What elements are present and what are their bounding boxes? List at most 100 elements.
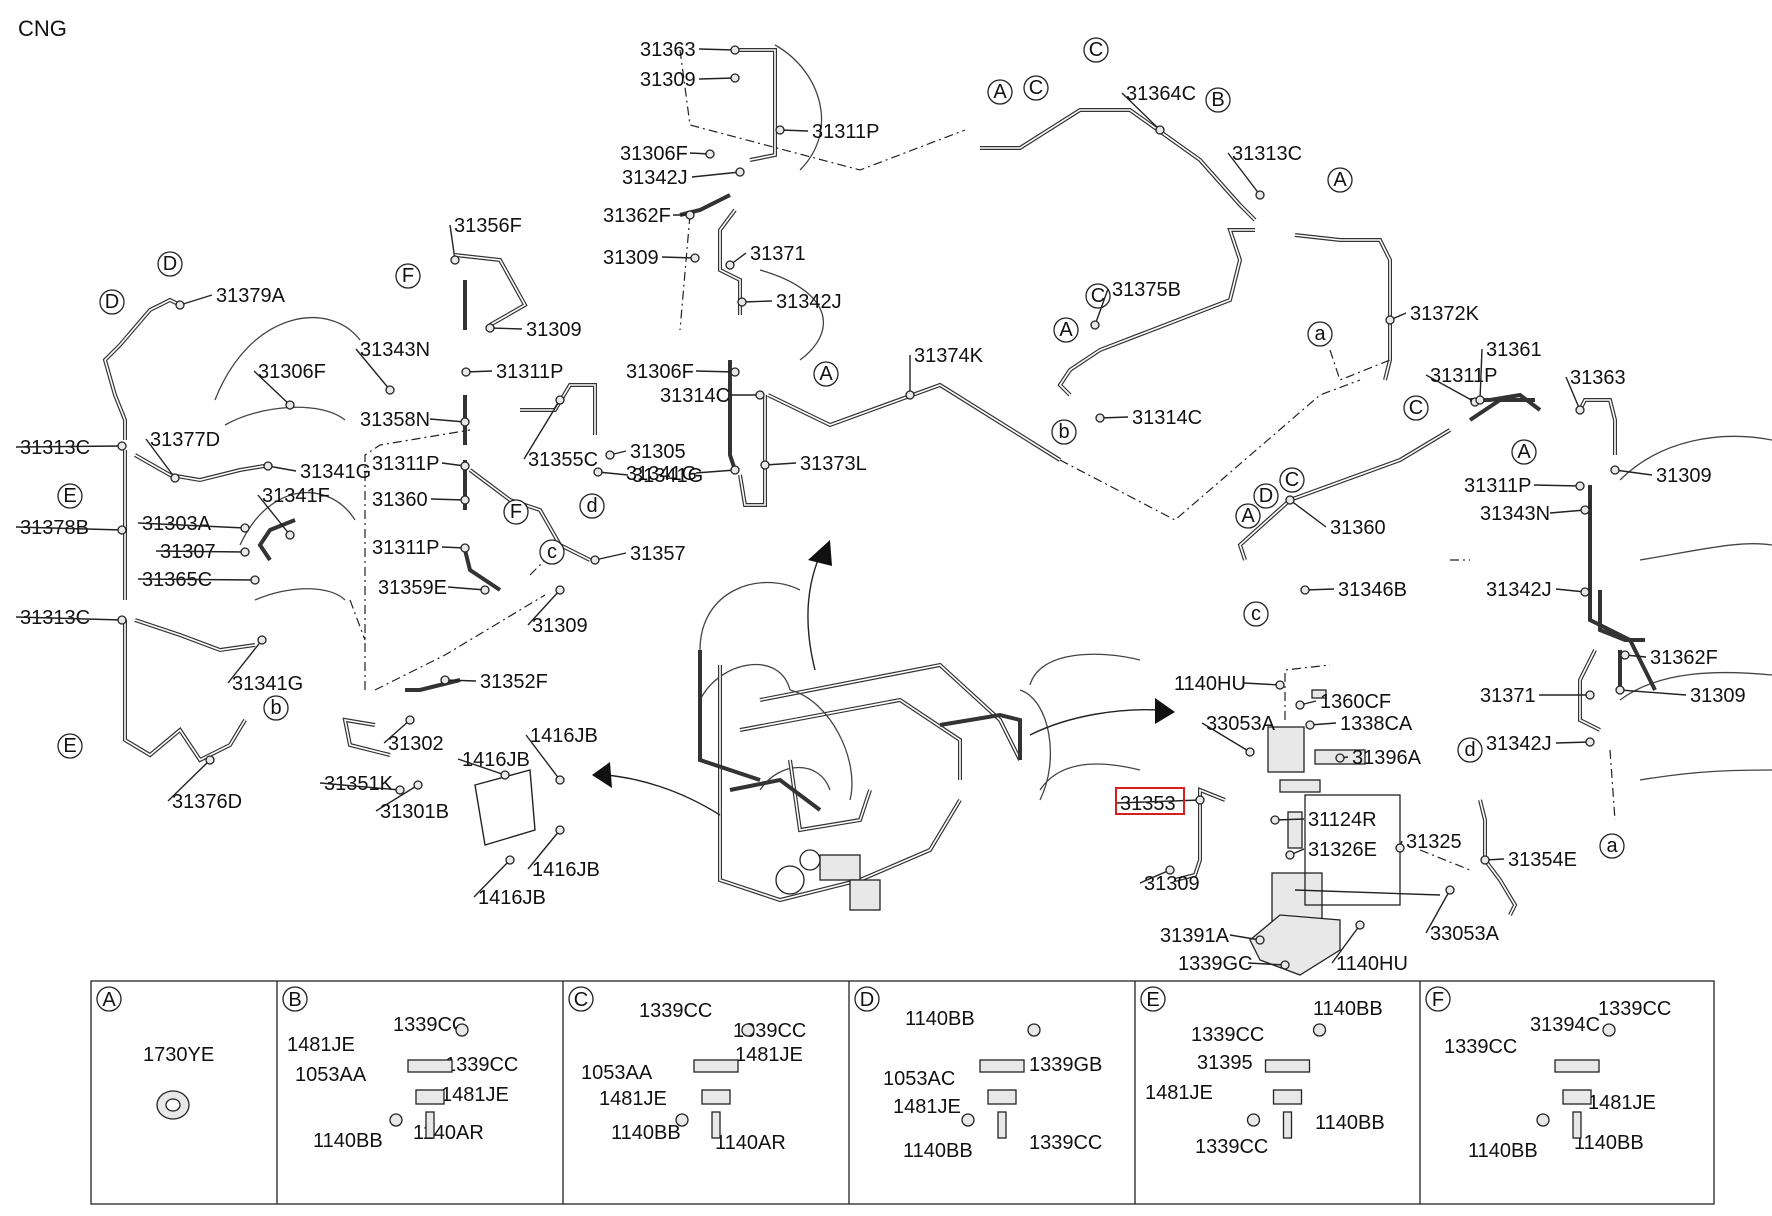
part-label-1416jb[interactable]: 1416JB [527, 825, 600, 881]
part-label-31375b[interactable]: 31375B [1090, 279, 1181, 330]
panel-part-number[interactable]: 1053AA [295, 1064, 367, 1086]
part-number[interactable]: 1140HU [1336, 953, 1408, 975]
part-label-31373l[interactable]: 31373L [760, 453, 867, 475]
part-number[interactable]: 31375B [1112, 279, 1181, 301]
part-number[interactable]: 31311P [372, 453, 439, 475]
part-label-31313c[interactable]: 31313C [15, 607, 127, 629]
part-label-31303a[interactable]: 31303A [137, 513, 250, 535]
part-label-1416jb[interactable]: 1416JB [473, 855, 546, 909]
part-label-31311p[interactable]: 31311P [461, 361, 563, 383]
panel-part-number[interactable]: 1140AR [413, 1122, 484, 1144]
part-label-31325[interactable]: 31325 [1395, 831, 1462, 853]
part-number[interactable]: 31309 [640, 69, 696, 91]
part-number[interactable]: 31363 [1570, 367, 1626, 389]
panel-part-number[interactable]: 1140BB [905, 1008, 975, 1030]
part-number[interactable]: 31376D [172, 791, 242, 813]
part-number[interactable]: 31311P [1430, 365, 1497, 387]
part-number[interactable]: 31313C [20, 437, 90, 459]
panel-part-number[interactable]: 1481JE [287, 1034, 355, 1056]
part-label-31311p[interactable]: 31311P [372, 453, 470, 475]
part-number[interactable]: 31311P [1464, 475, 1531, 497]
part-label-31360[interactable]: 31360 [372, 489, 470, 511]
part-label-31309[interactable]: 31309 [1615, 685, 1746, 707]
part-number[interactable]: 31356F [454, 215, 522, 237]
panel-part-number[interactable]: 1053AA [581, 1062, 653, 1084]
part-number[interactable]: 31360 [1330, 517, 1386, 539]
panel-part-number[interactable]: 31395 [1197, 1052, 1253, 1074]
part-number[interactable]: 1360CF [1320, 691, 1391, 713]
part-number[interactable]: 31341F [262, 485, 330, 507]
part-number[interactable]: 31343N [1480, 503, 1550, 525]
panel-part-number[interactable]: 1140BB [611, 1122, 681, 1144]
part-label-31341g[interactable]: 31341G [593, 465, 703, 487]
part-label-31309[interactable]: 31309 [1139, 865, 1200, 895]
part-label-31362f[interactable]: 31362F [603, 205, 695, 227]
part-label-31311p[interactable]: 31311P [372, 537, 470, 559]
part-label-31379a[interactable]: 31379A [175, 285, 286, 310]
part-label-31372k[interactable]: 31372K [1385, 303, 1480, 325]
part-number[interactable]: 31124R [1308, 809, 1377, 831]
panel-part-number[interactable]: 1339CC [1598, 998, 1671, 1020]
part-number[interactable]: 31351K [324, 773, 394, 795]
panel-part-number[interactable]: 1730YE [143, 1044, 214, 1066]
part-label-31356f[interactable]: 31356F [449, 215, 522, 265]
panel-part-number[interactable]: 1140BB [1468, 1140, 1538, 1162]
part-number[interactable]: 1416JB [532, 859, 600, 881]
panel-part-number[interactable]: 1339CC [1191, 1024, 1264, 1046]
part-label-31363[interactable]: 31363 [640, 39, 740, 61]
panel-part-number[interactable]: 1140BB [313, 1130, 383, 1152]
part-label-31343n[interactable]: 31343N [355, 339, 430, 395]
part-label-31309[interactable]: 31309 [485, 319, 582, 341]
panel-part-number[interactable]: 1481JE [441, 1084, 509, 1106]
part-label-31309[interactable]: 31309 [603, 247, 700, 269]
part-number[interactable]: 1339GC [1178, 953, 1253, 975]
part-number[interactable]: 31326E [1308, 839, 1377, 861]
part-number[interactable]: 31309 [1144, 873, 1200, 895]
part-label-31359e[interactable]: 31359E [378, 577, 490, 599]
part-number[interactable]: 31311P [812, 121, 879, 143]
part-label-31376d[interactable]: 31376D [167, 755, 242, 813]
part-label-1339gc[interactable]: 1339GC [1178, 953, 1290, 975]
part-label-1416jb[interactable]: 1416JB [457, 749, 530, 780]
part-label-31353[interactable]: 31353 [1115, 793, 1205, 815]
part-number[interactable]: 31357 [630, 543, 686, 565]
part-number[interactable]: 31301B [380, 801, 449, 823]
part-number[interactable]: 31341G [632, 465, 703, 487]
part-number[interactable]: 31353 [1120, 793, 1176, 815]
part-number[interactable]: 31305 [630, 441, 686, 463]
panel-part-number[interactable]: 1339CC [1029, 1132, 1102, 1154]
part-label-31371[interactable]: 31371 [725, 243, 806, 270]
part-number[interactable]: 31341G [300, 461, 371, 483]
part-label-31342j[interactable]: 31342J [1486, 733, 1595, 755]
panel-part-number[interactable]: 1339CC [393, 1014, 466, 1036]
part-label-31396a[interactable]: 31396A [1335, 747, 1422, 769]
part-number[interactable]: 31354E [1508, 849, 1577, 871]
part-label-31341g[interactable]: 31341G [263, 461, 371, 483]
part-number[interactable]: 31309 [1656, 465, 1712, 487]
part-number[interactable]: 31359E [378, 577, 447, 599]
part-label-31361[interactable]: 31361 [1475, 339, 1542, 405]
part-label-31309[interactable]: 31309 [527, 585, 588, 637]
part-label-31371[interactable]: 31371 [1480, 685, 1595, 707]
part-label-33053a[interactable]: 33053A [1425, 885, 1500, 945]
part-number[interactable]: 1416JB [530, 725, 598, 747]
part-label-31378b[interactable]: 31378B [15, 517, 127, 539]
part-number[interactable]: 31360 [372, 489, 428, 511]
part-number[interactable]: 31374K [914, 345, 984, 367]
part-number[interactable]: 31391A [1160, 925, 1230, 947]
part-number[interactable]: 31306F [258, 361, 326, 383]
part-number[interactable]: 31306F [620, 143, 688, 165]
part-number[interactable]: 31373L [800, 453, 867, 475]
part-number[interactable]: 33053A [1206, 713, 1276, 735]
part-label-31311p[interactable]: 31311P [775, 121, 879, 143]
part-label-1140hu[interactable]: 1140HU [1331, 920, 1408, 975]
part-label-31302[interactable]: 31302 [383, 715, 444, 755]
part-number[interactable]: 31362F [1650, 647, 1718, 669]
panel-part-number[interactable]: 1140BB [1574, 1132, 1644, 1154]
part-label-31306f[interactable]: 31306F [626, 361, 740, 383]
part-number[interactable]: 31364C [1126, 83, 1196, 105]
part-number[interactable]: 31371 [750, 243, 806, 265]
part-label-31311p[interactable]: 31311P [1464, 475, 1585, 497]
part-label-31313c[interactable]: 31313C [1227, 143, 1302, 200]
part-number[interactable]: 31342J [1486, 579, 1552, 601]
